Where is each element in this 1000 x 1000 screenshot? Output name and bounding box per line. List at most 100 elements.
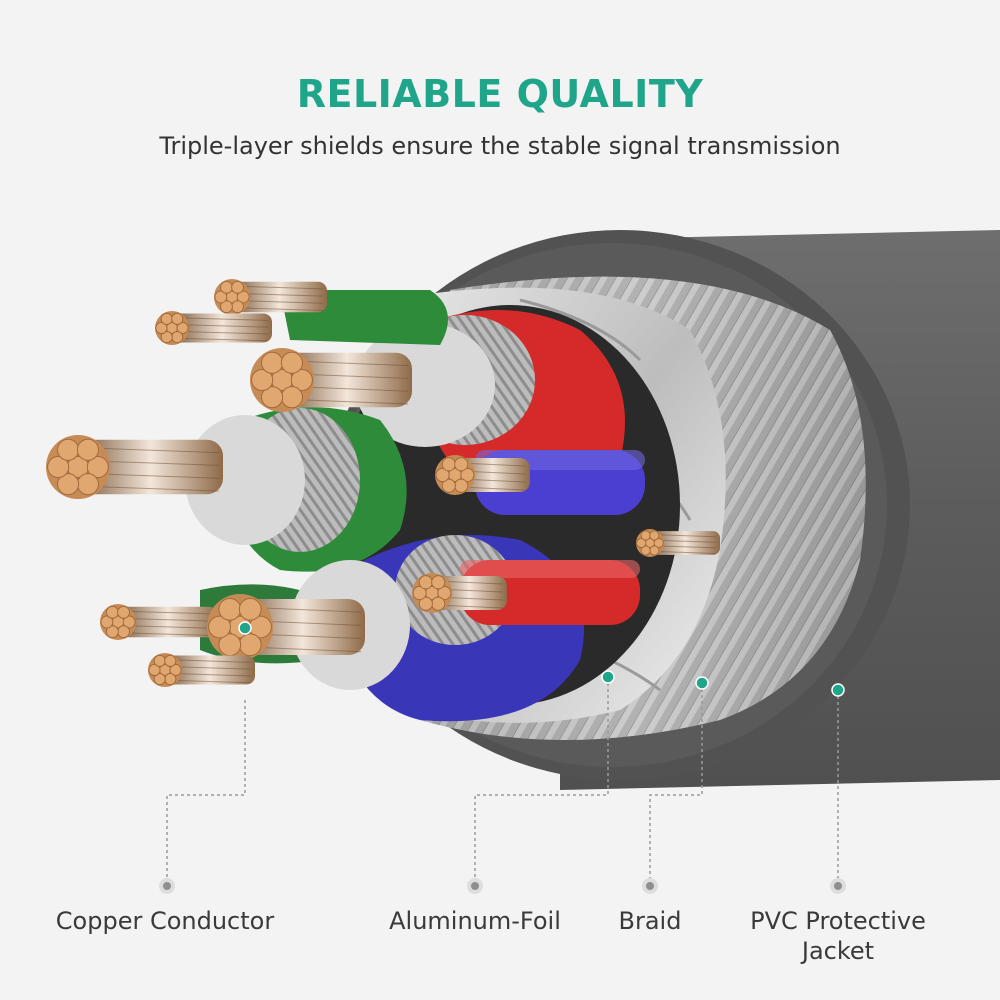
strand-filament	[231, 280, 245, 294]
strand-line	[653, 550, 717, 554]
copper-strand-bundle	[435, 455, 530, 495]
strand-filament	[231, 300, 245, 314]
strand-line	[235, 292, 324, 297]
strand-filament	[169, 663, 182, 677]
strand-filament	[160, 312, 173, 325]
leader-lines	[166, 677, 839, 880]
copper-strand-bundle	[250, 348, 412, 412]
strand-filament	[57, 438, 80, 461]
copper-strands	[46, 279, 720, 687]
strand-line	[168, 672, 252, 677]
strand-line	[168, 666, 252, 670]
strand-filament	[105, 605, 119, 619]
strand-body	[240, 598, 365, 656]
copper-strand-bundle	[207, 594, 365, 660]
strand-filament	[160, 331, 173, 344]
strand-filament	[76, 438, 99, 461]
strand-filament	[649, 530, 660, 541]
strand-filament	[47, 455, 70, 479]
strand-filament	[153, 654, 166, 667]
copper-strand-bundle	[100, 604, 218, 640]
strand-filament	[261, 351, 284, 374]
strand-filament	[117, 605, 131, 619]
page-subtitle: Triple-layer shields ensure the stable s…	[159, 132, 841, 160]
strand-line	[175, 337, 269, 342]
copper-strand-bundle	[214, 279, 327, 315]
strand-filament	[454, 478, 469, 493]
strand-filament	[454, 457, 469, 472]
green-pair-left	[185, 407, 407, 572]
strand-filament	[441, 457, 456, 472]
strand-filament	[431, 596, 446, 611]
strand-body	[650, 531, 720, 555]
strand-filament	[155, 321, 168, 335]
strand-filament	[460, 467, 475, 483]
strand-line	[121, 632, 215, 636]
strand-filament	[164, 673, 177, 686]
strand-body	[282, 352, 412, 408]
strand-line	[175, 317, 269, 321]
strand-filament	[176, 321, 189, 335]
label-braid: Braid	[618, 907, 682, 935]
strand-filament	[100, 615, 114, 629]
strand-filament	[238, 633, 262, 657]
strand-filament	[214, 290, 228, 304]
strand-filament	[412, 585, 427, 601]
strand-filament	[418, 596, 433, 611]
copper-strand-bundle	[155, 311, 272, 345]
strand-line	[168, 679, 252, 684]
strand-filament	[636, 537, 647, 549]
label-pvc-jacket: PVC Protective Jacket	[738, 906, 938, 966]
strand-filament	[171, 331, 184, 344]
strand-filament	[290, 368, 313, 392]
strand-filament	[57, 473, 80, 496]
copper-strand-bundle	[148, 653, 255, 687]
marker-dots	[238, 621, 845, 697]
strand-filament	[280, 351, 303, 374]
strand-filament	[105, 625, 119, 639]
strand-line	[235, 307, 324, 311]
label-anchor-dots	[159, 878, 846, 894]
strand-filament	[219, 300, 233, 314]
strand-filament	[208, 615, 231, 639]
strand-filament	[236, 290, 250, 304]
strand-filament	[117, 625, 131, 639]
strand-filament	[219, 280, 233, 294]
strand-filament	[441, 478, 456, 493]
strand-filament	[431, 575, 446, 590]
strand-filament	[640, 530, 651, 541]
strand-body	[432, 576, 507, 610]
strand-line	[121, 625, 215, 629]
strand-line	[653, 534, 717, 538]
strand-line	[235, 285, 324, 290]
strand-line	[121, 617, 215, 622]
strand-line	[81, 447, 220, 454]
strand-line	[175, 324, 269, 328]
copper-strand-bundle	[636, 529, 720, 557]
strand-filament	[238, 597, 262, 621]
strand-filament	[280, 386, 303, 409]
strand-line	[653, 539, 717, 543]
strand-filament	[649, 545, 660, 556]
strand-filament	[218, 597, 242, 621]
strand-body	[78, 439, 223, 495]
strand-body	[118, 606, 218, 638]
strand-filament	[435, 467, 450, 483]
strand-body	[232, 281, 327, 313]
strand-filament	[86, 455, 109, 479]
strand-body	[455, 458, 530, 492]
strand-line	[235, 300, 324, 304]
copper-strand-bundle	[412, 573, 507, 613]
strand-filament	[437, 585, 452, 601]
label-copper-conductor: Copper Conductor	[55, 907, 275, 935]
label-pvc-jacket-line2: Jacket	[801, 937, 875, 965]
strand-filament	[171, 312, 184, 325]
strand-filament	[122, 615, 136, 629]
label-aluminum-foil: Aluminum-Foil	[389, 907, 561, 935]
strand-line	[168, 659, 252, 663]
strand-body	[172, 313, 272, 343]
strand-filament	[653, 537, 664, 549]
strand-filament	[148, 663, 161, 677]
strand-filament	[418, 575, 433, 590]
